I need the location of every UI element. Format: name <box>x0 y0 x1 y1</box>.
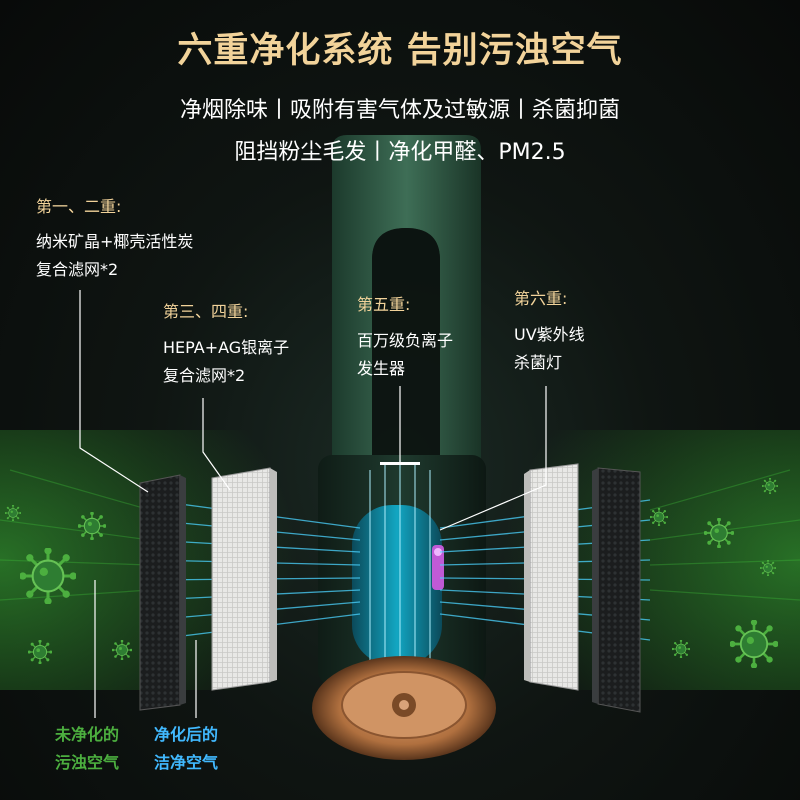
virus-icon <box>762 478 778 494</box>
carbon-filter-left <box>139 474 186 711</box>
virus-icon <box>730 620 778 668</box>
stage34-line2: 复合滤网*2 <box>163 366 246 385</box>
stage12-line1: 纳米矿晶+椰壳活性炭 <box>36 232 194 251</box>
feature-line-1: 净烟除味丨吸附有害气体及过敏源丨杀菌抑菌 <box>179 98 620 123</box>
hepa-filter-right <box>524 463 579 691</box>
virus-icon <box>650 508 668 526</box>
stage6-line2: 杀菌灯 <box>514 353 563 372</box>
stage12-heading: 第一、二重: <box>36 197 122 216</box>
callout-leader-lines <box>79 290 547 718</box>
virus-icon <box>5 505 21 521</box>
stage5-line2: 发生器 <box>357 359 406 378</box>
virus-icon <box>672 640 690 658</box>
virus-icon <box>78 512 106 540</box>
virus-icon <box>20 548 76 604</box>
purifier-tower <box>332 135 481 470</box>
stage34-heading: 第三、四重: <box>163 302 249 321</box>
ion-generator-core <box>352 505 442 665</box>
stage5-heading: 第五重: <box>357 295 411 314</box>
stage6-heading: 第六重: <box>514 289 568 308</box>
stage5-line1: 百万级负离子 <box>357 331 454 350</box>
virus-icon <box>704 518 734 548</box>
dirty-air-label-1: 未净化的 <box>55 725 120 744</box>
hepa-filter-left <box>211 467 277 691</box>
stage6-line1: UV紫外线 <box>514 325 585 344</box>
stage34-line1: HEPA+AG银离子 <box>163 338 290 357</box>
carbon-filter-right <box>592 467 641 713</box>
stage12-line2: 复合滤网*2 <box>36 260 119 279</box>
dirty-air-streaks <box>0 469 800 601</box>
clean-air-label-2: 洁净空气 <box>154 753 219 772</box>
page-title: 六重净化系统 告别污浊空气 <box>177 31 623 71</box>
ion-emitter <box>380 462 420 465</box>
dirty-air-label-2: 污浊空气 <box>55 753 120 772</box>
virus-icon <box>112 640 132 660</box>
virus-icon <box>28 640 52 664</box>
virus-icon <box>760 560 776 576</box>
feature-line-2: 阻挡粉尘毛发丨净化甲醛、PM2.5 <box>234 140 566 165</box>
clean-air-label-1: 净化后的 <box>154 725 219 744</box>
uv-lamp <box>432 545 444 590</box>
